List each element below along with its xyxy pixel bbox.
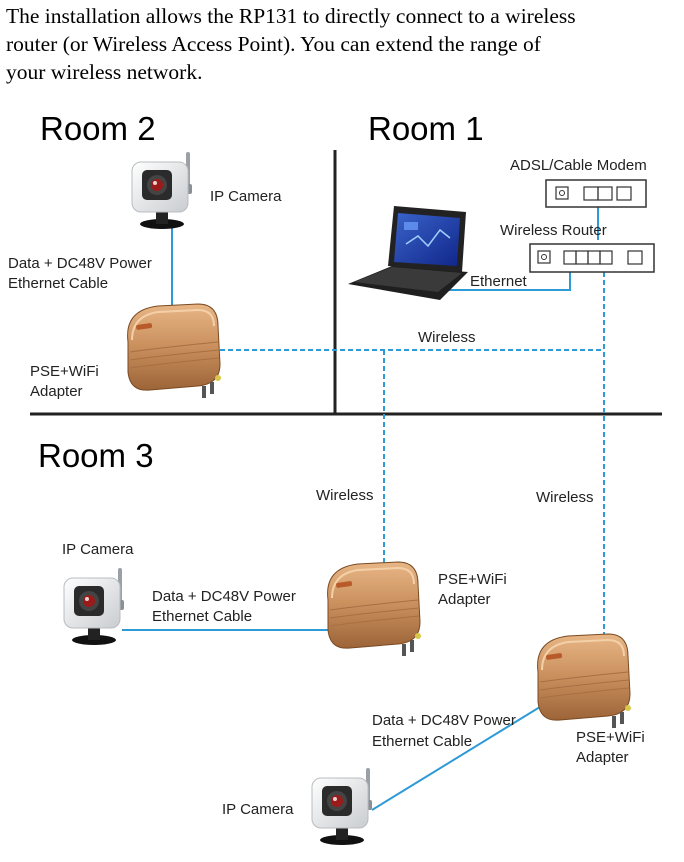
adapter-room2-label-2: Adapter xyxy=(30,383,83,400)
wireless-label-right: Wireless xyxy=(536,489,594,506)
adapter-room3b-label-1: PSE+WiFi xyxy=(576,729,645,746)
cable-room2-label-2: Ethernet Cable xyxy=(8,275,108,292)
router-label: Wireless Router xyxy=(500,222,607,239)
cable-room2-label-1: Data + DC48V Power xyxy=(8,255,152,272)
ethernet-cables xyxy=(122,207,599,811)
ip-camera-room2 xyxy=(131,151,193,230)
cable-room3b-label-2: Ethernet Cable xyxy=(372,733,472,750)
laptop xyxy=(348,206,468,300)
camera-room2-label: IP Camera xyxy=(210,188,282,205)
pse-wifi-adapter-room3b xyxy=(536,633,632,729)
pse-wifi-adapter-room3a xyxy=(326,561,422,657)
intro-line-1: The installation allows the RP131 to dir… xyxy=(6,4,576,28)
cable-room3a-label-1: Data + DC48V Power xyxy=(152,588,296,605)
modem xyxy=(545,179,647,208)
intro-line-2: router (or Wireless Access Point). You c… xyxy=(6,32,541,56)
camera-room3b-label: IP Camera xyxy=(222,801,294,818)
ip-camera-room3b xyxy=(311,767,373,846)
adapter-room3b-label-2: Adapter xyxy=(576,749,629,766)
adapter-room3a-label-1: PSE+WiFi xyxy=(438,571,507,588)
camera-room3a-label: IP Camera xyxy=(62,541,134,558)
wireless-router xyxy=(529,243,655,273)
room-1-label: Room 1 xyxy=(368,110,484,147)
wireless-label-left: Wireless xyxy=(316,487,374,504)
ethernet-label: Ethernet xyxy=(470,273,528,290)
room-3-label: Room 3 xyxy=(38,437,154,474)
wireless-label-top: Wireless xyxy=(418,329,476,346)
room-2-label: Room 2 xyxy=(40,110,156,147)
wireless-links xyxy=(220,272,605,636)
pse-wifi-adapter-room2 xyxy=(126,303,222,399)
adapter-room3a-label-2: Adapter xyxy=(438,591,491,608)
ip-camera-room3a xyxy=(63,567,125,646)
adapter-room2-label-1: PSE+WiFi xyxy=(30,363,99,380)
intro-paragraph: The installation allows the RP131 to dir… xyxy=(6,2,678,86)
cable-room3b-label-1: Data + DC48V Power xyxy=(372,712,516,729)
intro-line-3: your wireless network. xyxy=(6,60,203,84)
cable-room3a-label-2: Ethernet Cable xyxy=(152,608,252,625)
modem-label: ADSL/Cable Modem xyxy=(510,157,647,174)
